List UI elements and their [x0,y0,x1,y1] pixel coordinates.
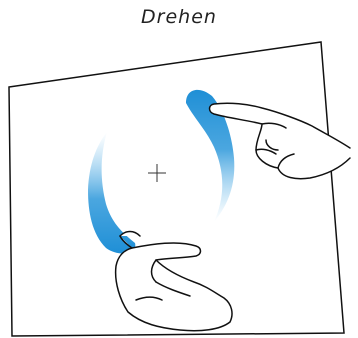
rotate-gesture-illustration [0,0,358,338]
